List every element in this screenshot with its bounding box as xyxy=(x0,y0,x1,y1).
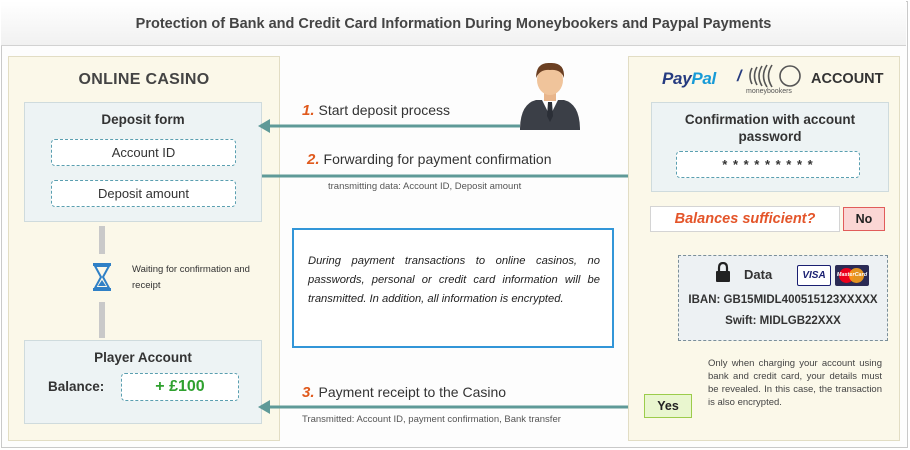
moneybookers-text: moneybookers xyxy=(746,88,792,95)
moneybookers-logo-icon xyxy=(749,64,801,88)
hourglass-icon xyxy=(93,263,111,291)
mastercard-text: MasterCard xyxy=(836,272,868,278)
step-2-number: 2. xyxy=(307,151,320,168)
step-3-label: 3.Payment receipt to the Casino xyxy=(302,384,506,401)
player-account-title: Player Account xyxy=(94,350,192,365)
mastercard-icon: MasterCard xyxy=(835,265,869,286)
step-3-number: 3. xyxy=(302,384,315,401)
account-id-field[interactable]: Account ID xyxy=(51,139,236,166)
step-1-text: Start deposit process xyxy=(318,102,451,118)
password-field[interactable]: * * * * * * * * * xyxy=(676,151,860,178)
arrow-step-3-head xyxy=(258,400,270,414)
data-box: IBAN: GB15MIDL400515123XXXXX Swift: MIDL… xyxy=(678,255,888,341)
balance-check: Balances sufficient? xyxy=(650,206,840,232)
step-2-sub: transmitting data: Account ID, Deposit a… xyxy=(328,181,522,192)
paypal-logo: PayPal xyxy=(662,69,716,89)
step-2-label: 2.Forwarding for payment confirmation xyxy=(307,151,552,168)
no-badge: No xyxy=(843,207,885,231)
arrow-step-1-head xyxy=(258,119,270,133)
deposit-amount-field[interactable]: Deposit amount xyxy=(51,180,236,207)
swift-text: Swift: MIDLGB22XXX xyxy=(725,315,841,327)
security-info-box: During payment transactions to online ca… xyxy=(292,228,614,348)
deposit-form-title: Deposit form xyxy=(101,112,185,127)
visa-card-icon: VISA xyxy=(797,265,831,286)
lock-icon xyxy=(716,262,730,282)
paypal-logo-part-1: Pay xyxy=(662,69,692,88)
waiting-text: Waiting for confirmation and receipt xyxy=(132,264,250,291)
connector-line-top xyxy=(99,226,105,254)
person-icon xyxy=(520,62,580,130)
connector-line-bottom xyxy=(99,302,105,338)
online-casino-title: ONLINE CASINO xyxy=(78,71,210,88)
brand-slash: / xyxy=(737,68,742,85)
balance-label: Balance: xyxy=(48,379,105,394)
confirmation-title: Confirmation with account password xyxy=(684,112,856,144)
iban-text: IBAN: GB15MIDL400515123XXXXX xyxy=(688,294,878,306)
account-title: ACCOUNT xyxy=(811,71,884,87)
confirmation-box: Confirmation with account password xyxy=(651,102,889,192)
step-2-text: Forwarding for payment confirmation xyxy=(323,151,552,167)
paypal-logo-part-2: Pal xyxy=(691,69,716,88)
balance-value: + £100 xyxy=(121,373,239,401)
step-3-text: Payment receipt to the Casino xyxy=(318,384,507,400)
page-title: Protection of Bank and Credit Card Infor… xyxy=(1,1,906,46)
data-title: Data xyxy=(744,267,773,282)
step-1-number: 1. xyxy=(302,102,315,119)
yes-badge: Yes xyxy=(644,394,692,418)
step-3-sub: Transmitted: Account ID, payment confirm… xyxy=(302,414,561,425)
step-1-label: 1.Start deposit process xyxy=(302,102,450,119)
disclosure-note: Only when charging your account using ba… xyxy=(708,358,882,408)
